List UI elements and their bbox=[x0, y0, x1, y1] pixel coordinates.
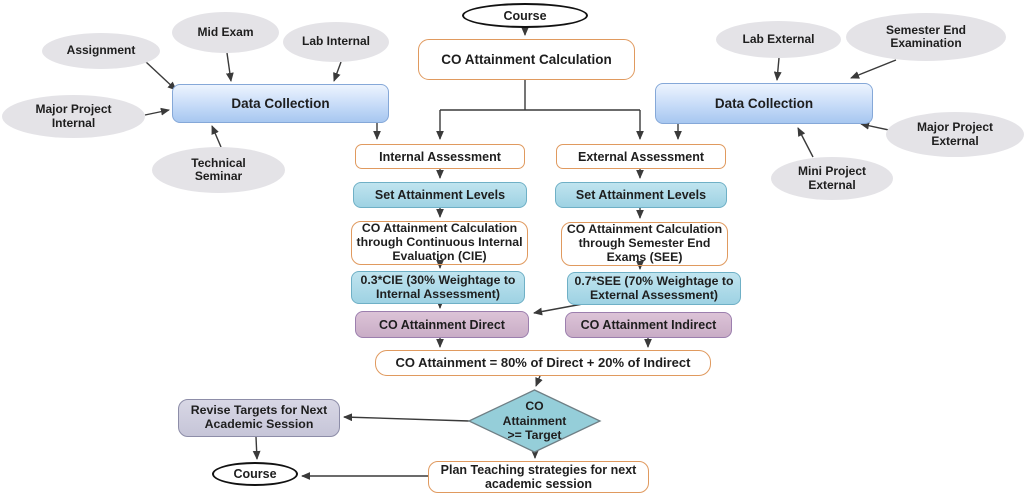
co-attainment-direct-box: CO Attainment Direct bbox=[355, 311, 529, 338]
co-attainment-formula-label: CO Attainment = 80% of Direct + 20% of I… bbox=[395, 354, 691, 370]
data-collection-right-label: Data Collection bbox=[714, 95, 814, 111]
arrow-majorprojectinternal-to-datacollection bbox=[144, 107, 170, 116]
revise-targets-box: Revise Targets for Next Academic Session bbox=[178, 399, 340, 437]
decision-diamond bbox=[467, 389, 602, 453]
set-attainment-levels-left-label: Set Attainment Levels bbox=[374, 188, 506, 202]
data-collection-right-box: Data Collection bbox=[655, 83, 873, 124]
plan-teaching-label: Plan Teaching strategies for next academ… bbox=[440, 463, 637, 491]
mid-exam-label: Mid Exam bbox=[197, 24, 254, 39]
mini-project-external-label: Mini Project External bbox=[797, 164, 866, 192]
co-attainment-calculation-label: CO Attainment Calculation bbox=[441, 51, 612, 67]
mini-project-external-ellipse: Mini Project External bbox=[771, 157, 893, 200]
internal-assessment-label: Internal Assessment bbox=[379, 149, 501, 164]
arrow-midexam-to-datacollection bbox=[225, 52, 234, 82]
co-attainment-indirect-box: CO Attainment Indirect bbox=[565, 312, 732, 338]
internal-assessment-box: Internal Assessment bbox=[355, 144, 525, 169]
co-attainment-formula-box: CO Attainment = 80% of Direct + 20% of I… bbox=[375, 350, 711, 376]
co-attainment-direct-label: CO Attainment Direct bbox=[379, 317, 505, 332]
revise-targets-label: Revise Targets for Next Academic Session bbox=[190, 403, 328, 431]
arrow-assignment-to-datacollection bbox=[145, 61, 177, 91]
course-bottom-label: Course bbox=[233, 467, 277, 481]
see-calculation-label: CO Attainment Calculation through Semest… bbox=[566, 222, 723, 264]
see-weightage-label: 0.7*SEE (70% Weightage to External Asses… bbox=[574, 273, 734, 302]
arrow-labinternal-to-datacollection bbox=[333, 61, 342, 82]
cie-calculation-box: CO Attainment Calculation through Contin… bbox=[351, 221, 528, 265]
data-collection-left-box: Data Collection bbox=[172, 84, 389, 123]
arrow-decision-to-revise bbox=[343, 413, 470, 422]
plan-teaching-box: Plan Teaching strategies for next academ… bbox=[428, 461, 649, 493]
course-top-label: Course bbox=[503, 8, 547, 23]
set-attainment-levels-right-label: Set Attainment Levels bbox=[575, 188, 707, 202]
semester-end-examination-ellipse: Semester End Examination bbox=[846, 13, 1006, 61]
technical-seminar-label: Technical Seminar bbox=[191, 155, 246, 183]
lab-external-ellipse: Lab External bbox=[716, 21, 841, 58]
co-attainment-indirect-label: CO Attainment Indirect bbox=[580, 318, 717, 332]
arrow-revise-to-course bbox=[252, 436, 261, 460]
lab-internal-label: Lab Internal bbox=[301, 34, 370, 49]
external-assessment-box: External Assessment bbox=[556, 144, 726, 169]
arrow-miniprojectexternal-to-datacollection bbox=[797, 127, 814, 158]
major-project-external-ellipse: Major Project External bbox=[886, 112, 1024, 157]
set-attainment-levels-right-box: Set Attainment Levels bbox=[555, 182, 727, 208]
decision-label: CO Attainment >= Target bbox=[502, 399, 567, 443]
assignment-label: Assignment bbox=[66, 43, 136, 58]
lab-internal-ellipse: Lab Internal bbox=[283, 22, 389, 62]
cie-weightage-label: 0.3*CIE (30% Weightage to Internal Asses… bbox=[360, 272, 516, 301]
major-project-internal-label: Major Project Internal bbox=[35, 102, 112, 130]
technical-seminar-ellipse: Technical Seminar bbox=[152, 147, 285, 193]
external-assessment-label: External Assessment bbox=[578, 149, 704, 164]
set-attainment-levels-left-box: Set Attainment Levels bbox=[353, 182, 527, 208]
connector-arrows bbox=[144, 26, 899, 480]
major-project-external-label: Major Project External bbox=[916, 120, 994, 148]
arrow-labexternal-to-datacollection bbox=[773, 57, 782, 81]
assignment-ellipse: Assignment bbox=[42, 33, 160, 69]
arrow-semesterend-to-datacollection bbox=[850, 59, 897, 79]
see-calculation-box: CO Attainment Calculation through Semest… bbox=[561, 222, 728, 266]
arrow-formula-to-decision bbox=[535, 375, 543, 387]
mid-exam-ellipse: Mid Exam bbox=[172, 12, 279, 53]
course-top-ellipse: Course bbox=[462, 3, 588, 28]
arrow-technicalseminar-to-datacollection bbox=[211, 125, 222, 148]
semester-end-examination-label: Semester End Examination bbox=[885, 22, 967, 50]
cie-calculation-label: CO Attainment Calculation through Contin… bbox=[356, 221, 523, 263]
cie-weightage-box: 0.3*CIE (30% Weightage to Internal Asses… bbox=[351, 271, 525, 304]
data-collection-left-label: Data Collection bbox=[231, 95, 330, 111]
course-bottom-ellipse: Course bbox=[212, 462, 298, 486]
co-attainment-calculation-box: CO Attainment Calculation bbox=[418, 39, 635, 80]
major-project-internal-ellipse: Major Project Internal bbox=[2, 95, 145, 138]
lab-external-label: Lab External bbox=[742, 31, 815, 46]
see-weightage-box: 0.7*SEE (70% Weightage to External Asses… bbox=[567, 272, 741, 305]
